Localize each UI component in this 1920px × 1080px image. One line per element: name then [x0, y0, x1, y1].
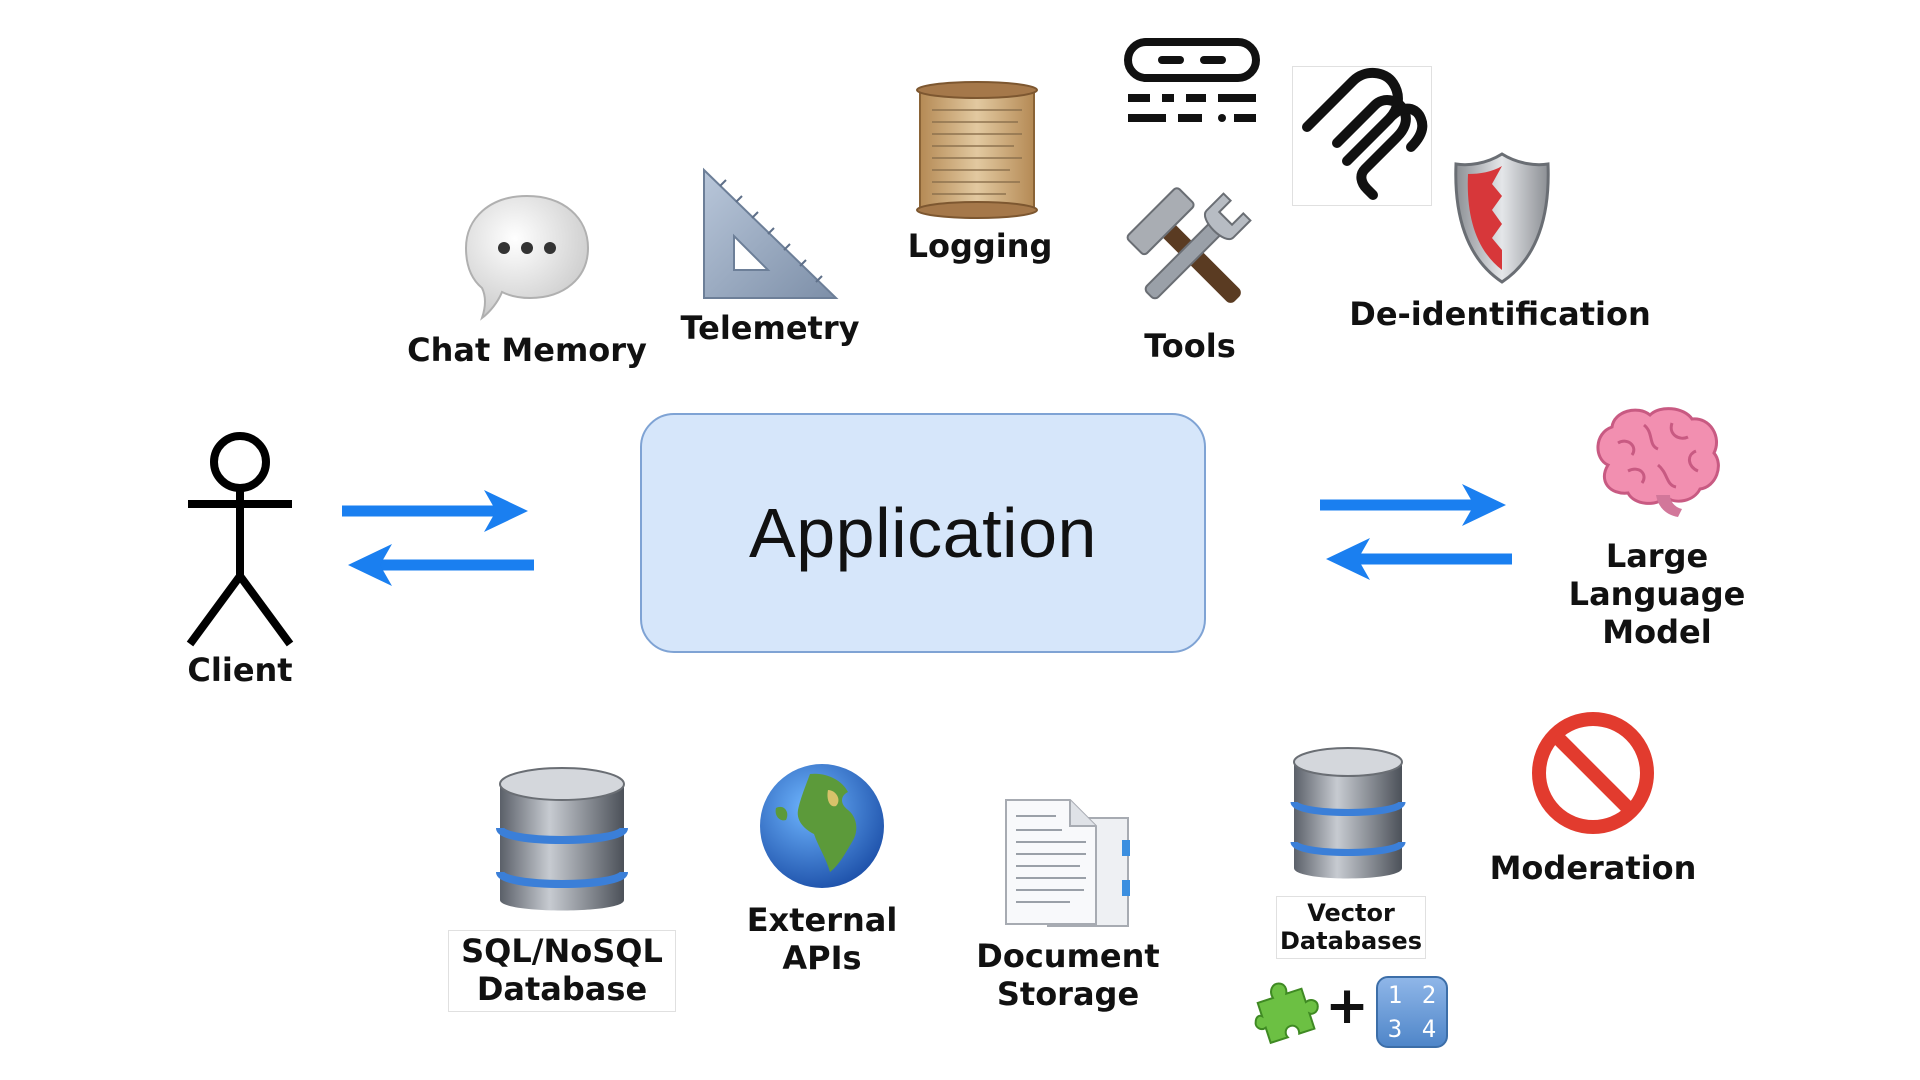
- mcp-logo-box: [1292, 66, 1432, 206]
- numbers-digit: 1: [1387, 981, 1403, 1009]
- client-label: Client: [187, 651, 293, 689]
- arrow-to-llm: [1320, 484, 1506, 526]
- triangle-ruler-icon: [703, 167, 839, 299]
- database-icon: [1290, 747, 1406, 879]
- speech-bubble-icon: [464, 194, 590, 321]
- database-icon: [496, 767, 628, 911]
- document-storage-label: Document Storage: [960, 937, 1176, 1014]
- application-box: Application: [640, 413, 1206, 653]
- chat-memory-label: Chat Memory: [407, 331, 647, 369]
- prohibited-icon: [1532, 712, 1654, 834]
- application-title: Application: [749, 494, 1097, 572]
- external-apis-label: External APIs: [726, 901, 918, 978]
- plus-symbol: +: [1325, 976, 1369, 1036]
- tools-label: Tools: [1144, 327, 1236, 365]
- llm-label-line-2: Language: [1568, 574, 1746, 613]
- numbers-icon: 1 2 3 4: [1376, 976, 1448, 1048]
- stick-figure-icon: [186, 432, 294, 647]
- logging-label: Logging: [907, 227, 1053, 265]
- brain-icon: [1596, 407, 1720, 517]
- globe-icon: [760, 764, 884, 888]
- vector-db-label: Vector Databases: [1276, 896, 1426, 959]
- client-app-arrows: [342, 490, 534, 586]
- scroll-icon: [916, 81, 1038, 219]
- vector-db-label-line-2: Databases: [1279, 927, 1422, 956]
- link-icon: [1124, 38, 1260, 122]
- numbers-digit: 2: [1421, 981, 1437, 1009]
- sql-db-label-line-2: Database: [476, 969, 648, 1008]
- sql-db-label-line-1: SQL/NoSQL: [461, 932, 663, 970]
- arrow-to-client: [348, 544, 534, 586]
- document-icon: [1005, 799, 1130, 927]
- mcp-logo-icon: [1302, 68, 1428, 200]
- deidentification-label: De-identification: [1349, 295, 1651, 333]
- puzzle-piece-icon: [1254, 982, 1319, 1045]
- moderation-label: Moderation: [1489, 849, 1697, 887]
- hammer-wrench-icon: [1126, 187, 1252, 303]
- sql-db-label: SQL/NoSQL Database: [448, 930, 676, 1012]
- llm-label-line-1: Large: [1605, 537, 1709, 575]
- vector-db-label-line-1: Vector: [1307, 899, 1395, 927]
- telemetry-label: Telemetry: [680, 309, 860, 347]
- app-llm-arrows: [1320, 484, 1512, 580]
- document-storage-label-line-1: Document: [976, 937, 1160, 975]
- llm-label-line-3: Model: [1602, 612, 1712, 651]
- external-apis-label-line-2: APIs: [782, 938, 862, 977]
- llm-label: Large Language Model: [1546, 537, 1768, 651]
- numbers-digit: 4: [1421, 1015, 1437, 1043]
- external-apis-label-line-1: External: [746, 901, 898, 939]
- document-storage-label-line-2: Storage: [996, 974, 1140, 1013]
- numbers-digit: 3: [1387, 1015, 1403, 1043]
- arrow-to-application: [342, 490, 528, 532]
- arrow-to-application: [1326, 538, 1512, 580]
- shield-icon: [1454, 152, 1550, 284]
